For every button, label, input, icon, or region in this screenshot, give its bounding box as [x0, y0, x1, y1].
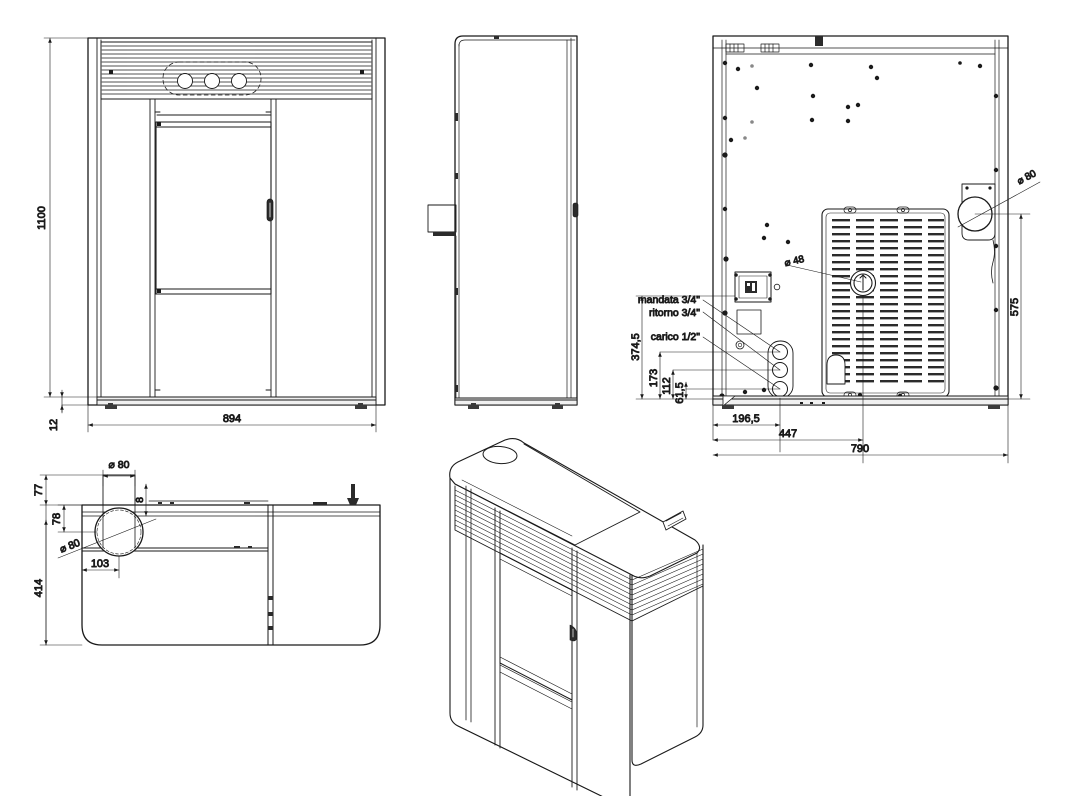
front-dimensions: [43, 37, 377, 433]
top-dimensions: [39, 469, 157, 646]
front-control-panel: [162, 61, 262, 96]
front-grille: [100, 41, 373, 100]
label-mandata: mandata 3/4": [638, 294, 700, 306]
rear-electrical-box: [734, 271, 781, 303]
rear-view: 575 374,5 173 112 61,5 196,5 447 790 ⌀ 8…: [630, 35, 1041, 464]
dim-rear-inlet-dia: ⌀ 48: [783, 254, 805, 269]
air-inlet-port: [849, 269, 877, 297]
dim-top-flue-dia: ⌀ 80: [109, 459, 130, 471]
rear-grille-slots: [832, 219, 944, 383]
knob-3: [231, 73, 247, 89]
side-feet: [468, 403, 563, 409]
dim-front-height: 1100: [36, 206, 48, 230]
rear-top-fittings: [725, 36, 823, 53]
front-view: 1100 12 894: [36, 37, 386, 433]
top-flue-collar: [94, 474, 144, 557]
rear-flue-outlet: [957, 183, 996, 284]
dim-rear-790: 790: [851, 443, 869, 455]
iso-side-handle: [662, 510, 687, 531]
side-rear-box: [427, 204, 457, 233]
rear-rivets: [719, 60, 999, 399]
label-carico: carico 1/2": [651, 331, 701, 343]
door-handle: [266, 198, 274, 222]
rear-pipe-connections: [767, 340, 794, 399]
front-base: [96, 396, 377, 406]
knob-1: [177, 73, 193, 89]
dim-front-width: 894: [223, 413, 241, 425]
rear-round-fitting: [735, 340, 745, 350]
dim-top-flue-dia-circle: ⌀ 80: [58, 537, 82, 556]
dim-front-base: 12: [48, 419, 60, 431]
iso-grille-slats: [454, 489, 633, 616]
side-handle: [572, 202, 579, 218]
dim-top-103: 103: [91, 558, 109, 570]
label-ritorno: ritorno 3/4": [649, 307, 700, 319]
dim-top-77: 77: [33, 484, 45, 496]
rear-exchanger-panel: [821, 206, 950, 399]
top-handle: [347, 484, 359, 505]
dim-top-8: 8: [134, 497, 146, 503]
dim-rear-575: 575: [1009, 298, 1021, 316]
dim-rear-112: 112: [661, 377, 673, 395]
front-feet: [105, 403, 367, 409]
side-view: [427, 35, 579, 409]
rear-square-plate: [736, 309, 762, 335]
front-door: [155, 114, 274, 295]
iso-view: [449, 437, 704, 796]
rear-dimensions: [635, 181, 1041, 464]
dim-rear-615: 61,5: [674, 382, 686, 403]
rear-feet: [722, 405, 1000, 409]
dim-rear-447: 447: [779, 428, 797, 440]
iso-door-handle: [569, 624, 578, 642]
dim-rear-374: 374,5: [630, 333, 642, 361]
top-view: ⌀ 80 77 78 414 103 8 ⌀ 80: [33, 459, 381, 646]
dim-top-414: 414: [33, 579, 45, 597]
dim-top-78: 78: [51, 513, 63, 525]
dim-rear-1965: 196,5: [732, 413, 760, 425]
dim-rear-173: 173: [648, 369, 660, 387]
knob-2: [204, 73, 220, 89]
